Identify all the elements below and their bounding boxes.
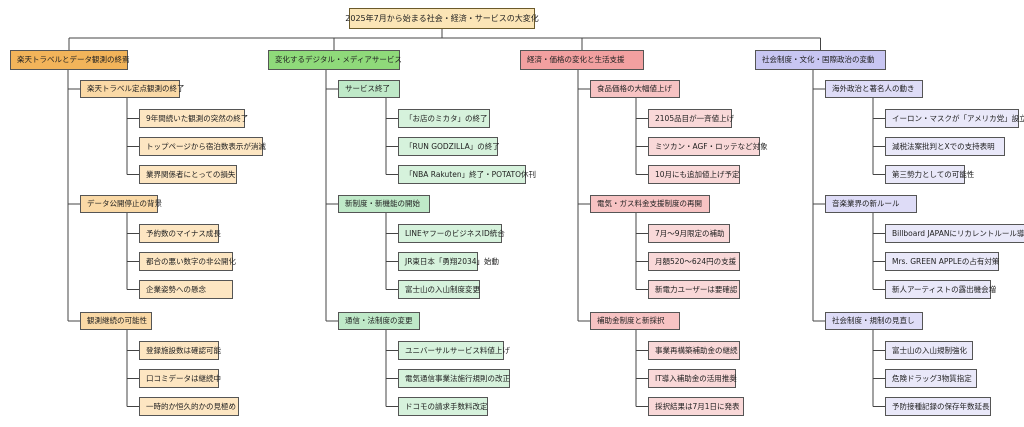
item-node: 業界関係者にとっての損失 [139, 165, 237, 184]
item-node: 予約数のマイナス成長 [139, 224, 221, 243]
item-node: イーロン・マスクが「アメリカ党」設立 [885, 109, 1024, 128]
item-node: 採択結果は7月1日に発表 [648, 397, 744, 416]
item-node: 事業再構築補助金の継続 [648, 341, 740, 360]
item-node: 登録施設数は確認可能 [139, 341, 221, 360]
item-node: JR東日本「勇翔2034」始動 [398, 252, 499, 271]
group-node: サービス終了 [338, 80, 400, 98]
item-node: 富士山の入山規制強化 [885, 341, 973, 360]
item-node: 「お店のミカタ」の終了 [398, 109, 490, 128]
item-node: 「NBA Rakuten」終了・POTATO休刊 [398, 165, 536, 184]
group-node: 補助金制度と新採択 [590, 312, 680, 330]
item-node: 都合の悪い数字の非公開化 [139, 252, 236, 271]
item-node: 「RUN GODZILLA」の終了 [398, 137, 500, 156]
item-node: 電気通信事業法施行規則の改正 [398, 369, 510, 388]
item-node: 予防接種記録の保存年数延長 [885, 397, 991, 416]
item-node: 月額520〜624円の支援 [648, 252, 740, 271]
item-node: 一時的か恒久的かの見極め [139, 397, 239, 416]
category-node-1: 楽天トラベルとデータ観測の終焉 [10, 50, 130, 70]
group-node: 観測継続の可能性 [80, 312, 152, 330]
item-node: 富士山の入山制度変更 [398, 280, 480, 299]
item-node: トップページから宿泊数表示が消滅 [139, 137, 266, 156]
group-node: 食品価格の大幅値上げ [590, 80, 680, 98]
category-node-2: 変化するデジタル・メディアサービス [268, 50, 402, 70]
group-node: 海外政治と著名人の動き [825, 80, 923, 98]
item-node: ドコモの請求手数料改定 [398, 397, 488, 416]
item-node: ミツカン・AGF・ロッテなど対象 [648, 137, 768, 156]
group-node: データ公開停止の背景 [80, 195, 162, 213]
group-node: 電気・ガス料金支援制度の再開 [590, 195, 710, 213]
item-node: 新電力ユーザーは要確認 [648, 280, 740, 299]
group-node: 新制度・新機能の開始 [338, 195, 430, 213]
item-node: 企業姿勢への懸念 [139, 280, 233, 299]
item-node: LINEヤフーのビジネスID統合 [398, 224, 505, 243]
item-node: IT導入補助金の活用推奨 [648, 369, 737, 388]
group-node: 社会制度・規制の見直し [825, 312, 923, 330]
item-node: ユニバーサルサービス料値上げ [398, 341, 510, 360]
item-node: Billboard JAPANにリカレントルール導入 [885, 224, 1024, 243]
item-node: 危険ドラッグ3物質指定 [885, 369, 977, 388]
item-node: 9年間続いた観測の突然の終了 [139, 109, 248, 128]
item-node: 減税法案批判とXでの支持表明 [885, 137, 1005, 156]
item-node: 2105品目が一斉値上げ [648, 109, 734, 128]
category-node-4: 社会制度・文化・国際政治の変動 [755, 50, 886, 70]
item-node: 7月〜9月限定の補助 [648, 224, 730, 243]
item-node: Mrs. GREEN APPLEの占有対策 [885, 252, 999, 271]
item-node: 口コミデータは継続中 [139, 369, 221, 388]
item-node: 第三勢力としての可能性 [885, 165, 974, 184]
item-node: 新人アーティストの露出機会増 [885, 280, 996, 299]
group-node: 通信・法制度の変更 [338, 312, 420, 330]
group-node: 音楽業界の新ルール [825, 195, 917, 213]
root-node: 2025年7月から始まる社会・経済・サービスの大変化 [345, 8, 539, 29]
group-node: 楽天トラベル定点観測の終了 [80, 80, 185, 98]
category-node-3: 経済・価格の変化と生活支援 [520, 50, 644, 70]
item-node: 10月にも追加値上げ予定 [648, 165, 740, 184]
